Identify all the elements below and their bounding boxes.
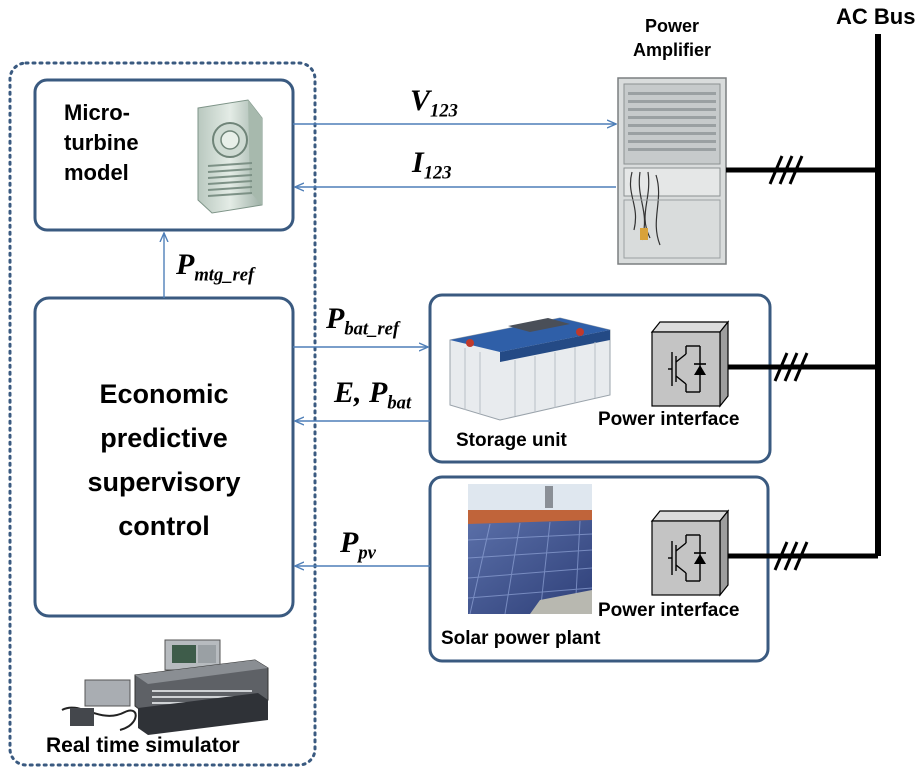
microturbine-image xyxy=(197,99,263,214)
signal-e-p-bat-base: P xyxy=(369,376,388,409)
solar-power-plant-label: Solar power plant xyxy=(441,628,601,649)
epsc-label: Economic predictive supervisory control xyxy=(35,372,293,548)
ac-bus-label: AC Bus xyxy=(836,4,916,29)
signal-p-mtg-ref-sub: mtg_ref xyxy=(194,264,255,286)
power-amplifier-label-line-2: Amplifier xyxy=(632,40,711,60)
signal-p-bat-ref: Pbat_ref xyxy=(326,302,399,341)
signal-e-p-bat-prefix: E, xyxy=(334,376,370,409)
signal-p-pv-sub: pv xyxy=(358,542,376,564)
power-interface-symbol-1 xyxy=(650,320,730,408)
power-interface-label-1: Power interface xyxy=(598,409,740,430)
real-time-simulator-label: Real time simulator xyxy=(46,734,240,757)
signal-i123-sub: 123 xyxy=(423,162,452,184)
microturbine-label-line-3: model xyxy=(64,160,129,185)
simulator-boundary xyxy=(8,61,317,767)
signal-i123: I123 xyxy=(412,146,452,185)
power-amplifier-label-line-1: Power xyxy=(644,16,700,36)
power-amplifier-label: Power Amplifier xyxy=(616,14,728,62)
real-time-simulator-image xyxy=(61,639,269,735)
signal-e-p-bat-sub: bat xyxy=(387,392,412,414)
three-phase-marks-3 xyxy=(773,541,809,571)
microturbine-label: Micro- turbine model xyxy=(64,98,139,188)
signal-p-bat-ref-sub: bat_ref xyxy=(344,318,400,340)
signal-p-pv-base: P xyxy=(340,526,359,559)
signal-p-pv: Ppv xyxy=(340,526,376,565)
signal-i123-base: I xyxy=(412,146,424,179)
power-interface-symbol-2 xyxy=(650,509,730,597)
epsc-label-line-3: supervisory xyxy=(87,467,241,497)
solar-plant-image xyxy=(467,484,593,615)
epsc-label-line-2: predictive xyxy=(100,423,228,453)
signal-v123-base: V xyxy=(410,84,431,117)
three-phase-marks-1 xyxy=(768,155,804,185)
three-phase-marks-2 xyxy=(773,352,809,382)
storage-unit-label: Storage unit xyxy=(456,430,567,451)
signal-p-bat-ref-base: P xyxy=(326,302,345,335)
power-interface-label-2: Power interface xyxy=(598,600,740,621)
epsc-label-line-4: control xyxy=(118,511,210,541)
signal-p-mtg-ref-base: P xyxy=(176,248,195,281)
storage-unit-image xyxy=(449,317,611,421)
microturbine-label-line-1: Micro- xyxy=(64,100,130,125)
signal-p-mtg-ref: Pmtg_ref xyxy=(176,248,254,287)
signal-v123-sub: 123 xyxy=(430,100,458,122)
signal-e-p-bat: E, Pbat xyxy=(334,376,411,415)
epsc-label-line-1: Economic xyxy=(99,379,229,409)
signal-v123: V123 xyxy=(410,84,458,123)
microturbine-label-line-2: turbine xyxy=(64,130,139,155)
power-amplifier-image xyxy=(617,77,727,265)
